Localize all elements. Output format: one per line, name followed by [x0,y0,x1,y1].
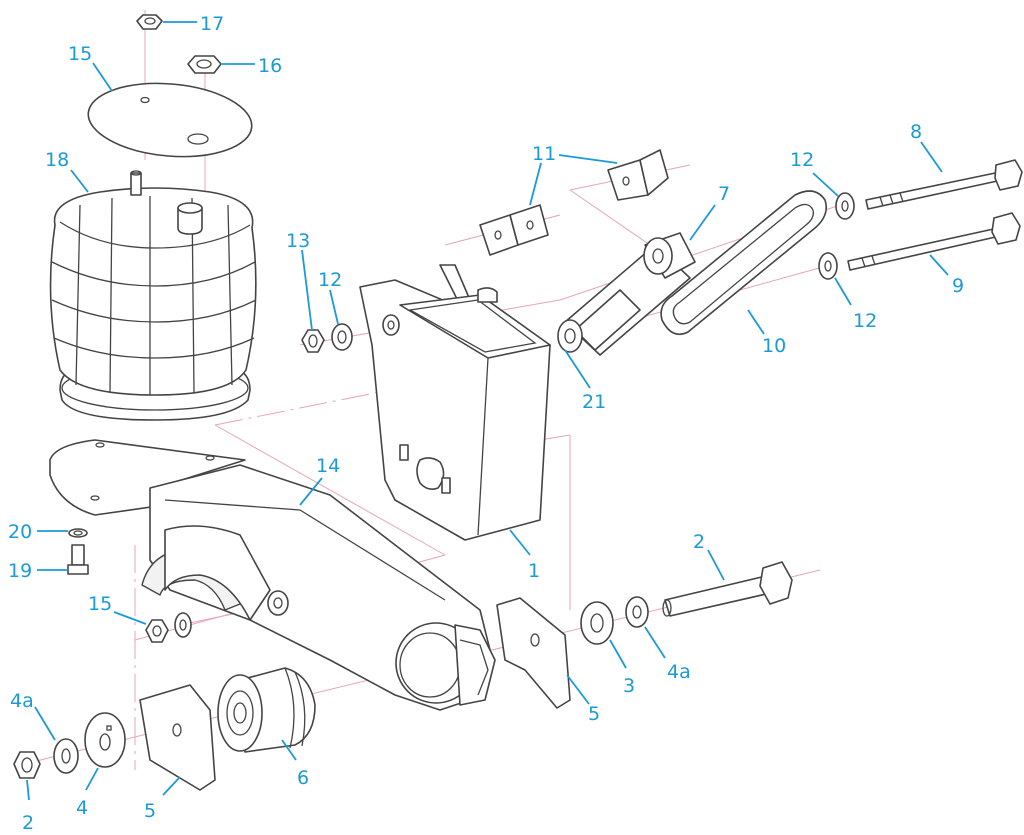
part-13-nut [301,329,325,353]
callout-leaders [26,21,949,801]
part-3-washer [580,601,614,645]
callout-2-right: 2 [693,531,705,553]
part-10-link [660,190,828,336]
part-2-nut [13,751,41,779]
callout-15-plate: 15 [68,43,92,65]
part-15-nut [145,619,169,643]
callout-3: 3 [623,675,635,697]
callout-6: 6 [297,767,309,789]
part-2-bolt [662,561,793,617]
callout-1: 1 [528,560,540,582]
part-11-clamp-right [607,149,669,201]
part-4a-washer-left [53,738,79,774]
callout-9: 9 [952,275,964,297]
part-4a-washer-right [625,596,649,628]
part-16-nut [187,55,222,74]
part-9-bolt [847,212,1021,271]
callout-17: 17 [200,13,224,35]
part-1-bracket [359,264,551,541]
part-11-clamp-left [479,204,549,256]
callout-labels: 17 16 15 18 13 12 11 7 12 8 9 12 10 21 1… [8,13,964,834]
part-12-washer-left [331,323,353,351]
callout-4: 4 [76,797,88,819]
callout-12-bottom: 12 [853,310,877,332]
callout-2-left: 2 [22,812,34,834]
part-5-plate-left [139,684,216,791]
callout-16: 16 [258,55,282,77]
callout-5-right: 5 [588,703,600,725]
callout-5-left: 5 [144,800,156,822]
callout-15-nut: 15 [88,593,112,615]
part-19-bolt [67,544,89,575]
part-14-trailing-arm [49,439,496,711]
callout-18: 18 [45,149,69,171]
callout-7: 7 [718,183,730,205]
callout-11: 11 [532,143,556,165]
callout-14: 14 [316,455,340,477]
callout-8: 8 [910,121,922,143]
callout-12-left: 12 [318,269,342,291]
callout-20: 20 [8,521,32,543]
part-6-bushing [217,667,316,753]
callout-13: 13 [286,230,310,252]
part-20-washer [68,528,88,538]
part-4-eccentric-washer [84,712,126,768]
callout-4a-left: 4a [10,690,34,712]
callout-21: 21 [582,391,606,413]
callout-12-top: 12 [790,149,814,171]
part-7-shock-absorber [557,232,696,356]
part-15-plate [87,82,253,158]
part-18-air-spring [49,170,257,421]
part-17-nut [136,14,163,30]
callout-4a-right: 4a [667,661,691,683]
part-5-plate-right [496,597,571,709]
part-12-washer-bottom [818,252,838,280]
callout-10: 10 [762,335,786,357]
part-15-washer [174,612,192,638]
part-12-washer-top [835,192,855,220]
part-8-bolt [865,159,1023,210]
callout-19: 19 [8,560,32,582]
